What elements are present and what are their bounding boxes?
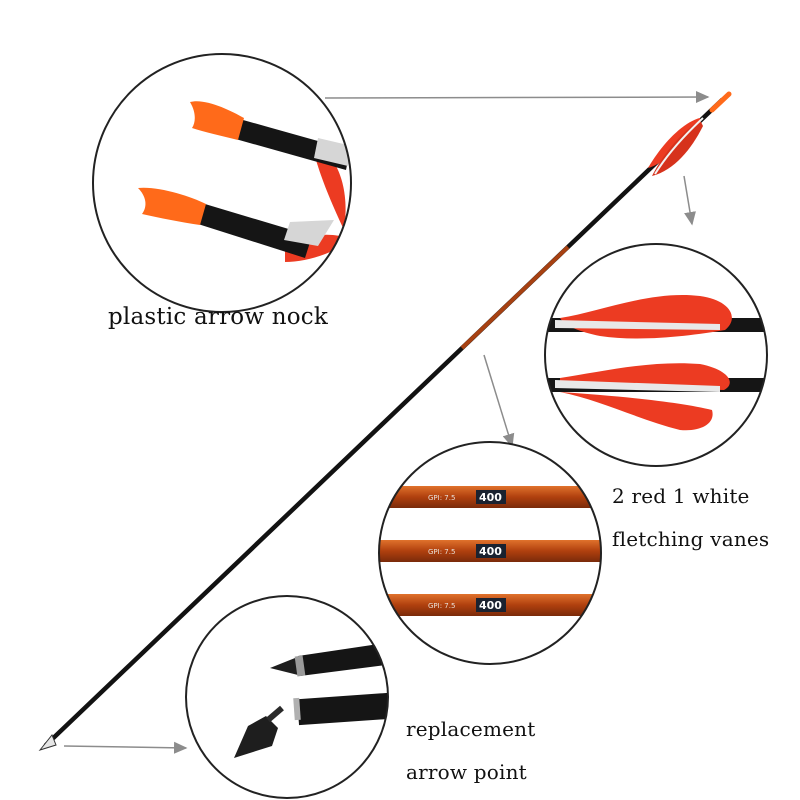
point-closeup bbox=[185, 595, 389, 799]
nock-vane bbox=[316, 150, 346, 230]
spine-gpi-label: GPI: 7.5 bbox=[428, 548, 455, 556]
arrow-shaft bbox=[43, 97, 725, 748]
arrow-shaft-orange-section bbox=[460, 245, 570, 350]
pointer-to-nock bbox=[324, 91, 710, 104]
nock-caption: plastic arrow nock bbox=[108, 304, 329, 330]
spine-rating-label: 400 bbox=[479, 599, 502, 612]
point-shaft bbox=[298, 642, 388, 676]
white-vane-edge bbox=[555, 380, 720, 392]
spine-rating-label: 400 bbox=[479, 545, 502, 558]
callout-pointers bbox=[63, 91, 710, 754]
arrow-tip bbox=[38, 734, 57, 751]
nock-collar bbox=[314, 138, 351, 166]
arrow-nock-tip bbox=[709, 91, 732, 113]
arrow-point-assembled bbox=[270, 656, 302, 676]
nock-shaft bbox=[198, 204, 312, 258]
nock-closeup bbox=[92, 53, 352, 313]
point-caption-line1: replacement bbox=[406, 717, 536, 741]
spine-gpi-label: GPI: 7.5 bbox=[428, 494, 455, 502]
point-insert bbox=[266, 705, 284, 723]
pointer-to-spine bbox=[483, 354, 515, 448]
point-shaft bbox=[297, 692, 388, 726]
arrow-vane bbox=[652, 120, 703, 176]
orange-nock bbox=[190, 101, 244, 140]
spine-gpi-label: GPI: 7.5 bbox=[428, 602, 455, 610]
pointer-to-vanes bbox=[683, 175, 696, 226]
spine-closeup: GPI: 7.5 GPI: 7.5 GPI: 7.5 400 400 400 bbox=[378, 441, 602, 665]
white-vane-edge bbox=[555, 320, 720, 330]
pointer-to-point bbox=[63, 741, 188, 754]
arrow-vane-white bbox=[654, 117, 704, 175]
point-collar bbox=[294, 655, 306, 677]
main-arrow bbox=[38, 91, 732, 751]
point-shaft-end bbox=[293, 697, 301, 721]
vanes-closeup bbox=[544, 243, 768, 467]
vanes-caption-line1: 2 red 1 white bbox=[612, 484, 750, 508]
point-caption-line2: arrow point bbox=[406, 760, 527, 784]
replacement-arrow-point bbox=[234, 716, 278, 758]
nock-collar bbox=[284, 220, 334, 246]
orange-nock bbox=[138, 187, 206, 225]
spine-rating-label: 400 bbox=[479, 491, 502, 504]
vanes-caption-line2: fletching vanes bbox=[612, 527, 770, 551]
red-vane bbox=[560, 392, 713, 431]
